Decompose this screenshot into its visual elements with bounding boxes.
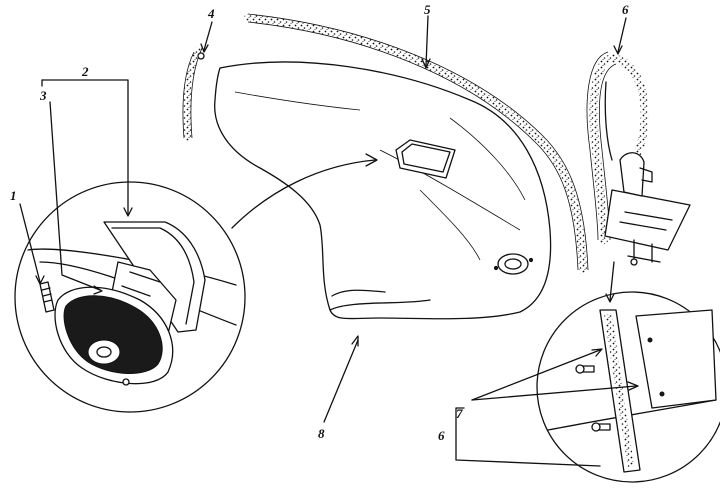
callout-5: 5 — [424, 2, 431, 17]
callout-2: 2 — [81, 64, 89, 79]
callout-8: 8 — [318, 426, 325, 441]
callout-7: 7 — [456, 406, 463, 421]
callout-6-bottom: 6 — [438, 428, 445, 443]
seal-strip-with-bracket — [586, 51, 691, 266]
callout-6-top: 6 — [622, 2, 629, 17]
seal-strip-top — [244, 13, 589, 274]
seal-strip-small — [182, 46, 205, 142]
detail-link-arrow — [231, 159, 376, 229]
group-bracket — [455, 407, 601, 467]
detail-link-arrowhead — [365, 153, 378, 167]
callout-1: 1 — [10, 188, 17, 203]
callout-4: 4 — [207, 6, 215, 21]
rear-fender — [214, 61, 552, 320]
leader-lines — [19, 15, 639, 423]
detail-circle-filler — [14, 181, 246, 413]
callout-3: 3 — [39, 88, 47, 103]
